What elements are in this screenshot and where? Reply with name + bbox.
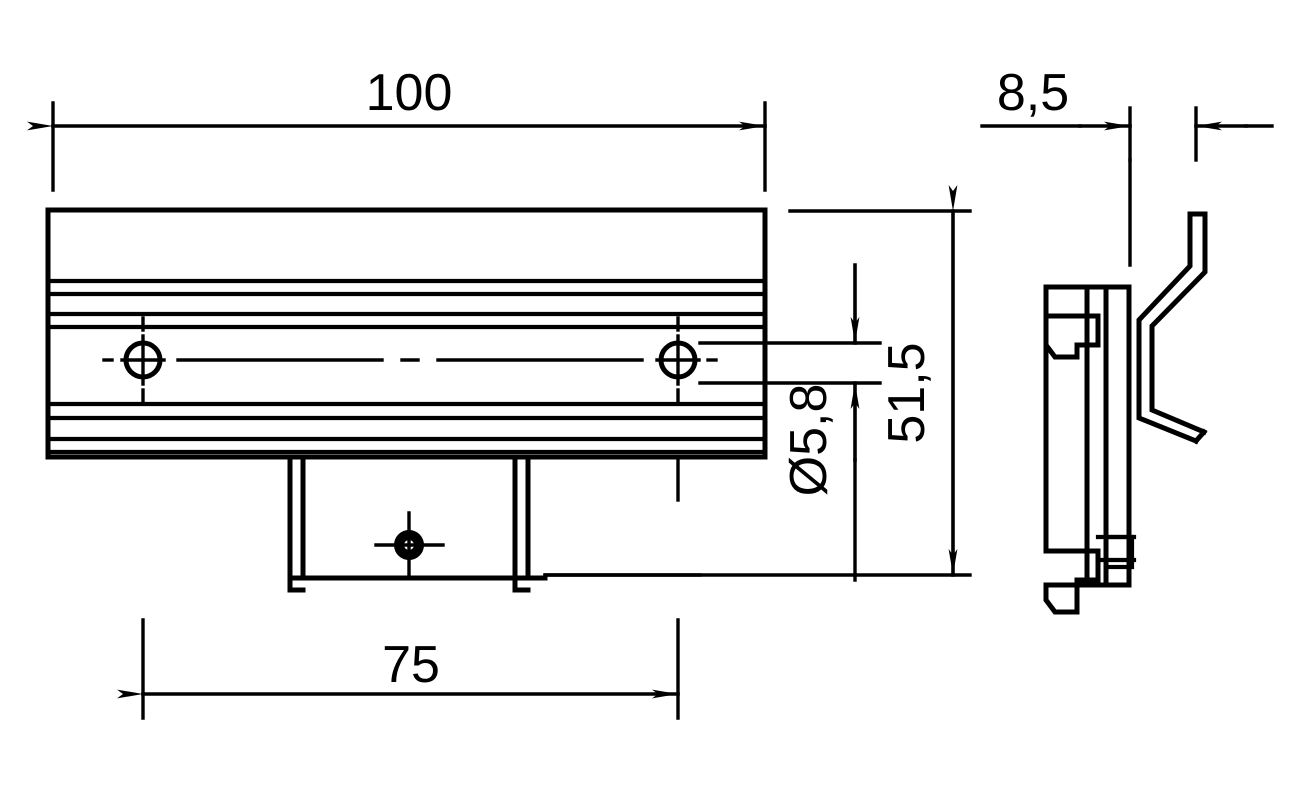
dimension-label-rail-thickness: 8,5 bbox=[997, 64, 1069, 122]
dimension-label-overall-height: 51,5 bbox=[878, 342, 936, 443]
side-view-din-rail bbox=[1043, 284, 1132, 615]
bottom-bracket bbox=[287, 454, 548, 593]
dimension-overall-width bbox=[27, 101, 767, 192]
dimension-hole-spacing bbox=[117, 618, 680, 720]
center-screw bbox=[374, 511, 445, 580]
dimension-rail-thickness bbox=[980, 106, 1274, 162]
dimension-label-overall-width: 100 bbox=[366, 64, 453, 122]
hole-right bbox=[655, 316, 701, 502]
hole-left bbox=[120, 316, 166, 404]
dimension-label-hole-spacing: 75 bbox=[382, 636, 440, 694]
side-view-spring-clip bbox=[1136, 211, 1208, 445]
side-view-screw bbox=[1095, 534, 1137, 570]
dimension-label-hole-diameter: Ø5,8 bbox=[780, 384, 838, 497]
dimension-hole-diameter bbox=[698, 263, 882, 582]
front-view-body bbox=[45, 207, 768, 460]
